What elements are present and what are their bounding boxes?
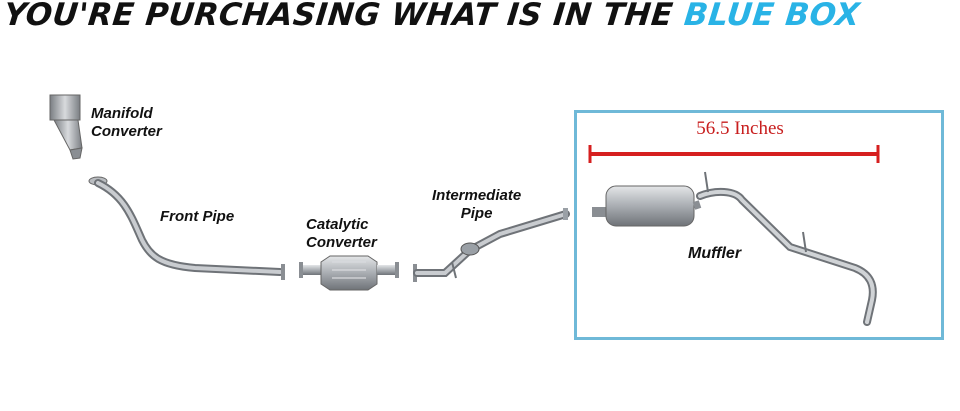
muffler-label: Muffler [688,245,742,262]
front-pipe-label: Front Pipe [160,208,235,225]
catalytic-label-line2: Converter [306,234,377,251]
blue-box-highlight [574,110,944,340]
intermediate-label-line2: Pipe [460,205,493,222]
manifold-label-line1: Manifold [91,105,153,122]
manifold-converter-label: Manifold Converter [91,105,162,141]
manifold-label-line2: Converter [91,123,162,140]
muffler-part [592,171,877,326]
catalytic-converter-part [299,255,399,291]
dimension-label: 56.5 Inches [696,118,784,139]
intermediate-label-line1: Intermediate [432,187,522,204]
catalytic-label-line1: Catalytic [306,216,369,233]
front-pipe-part [88,176,285,280]
dimension-line [588,145,880,163]
intermediate-pipe-label: Intermediate Pipe [432,187,521,223]
catalytic-converter-label: Catalytic Converter [306,216,377,252]
manifold-converter-part [49,94,83,160]
intermediate-pipe-part [413,208,570,282]
